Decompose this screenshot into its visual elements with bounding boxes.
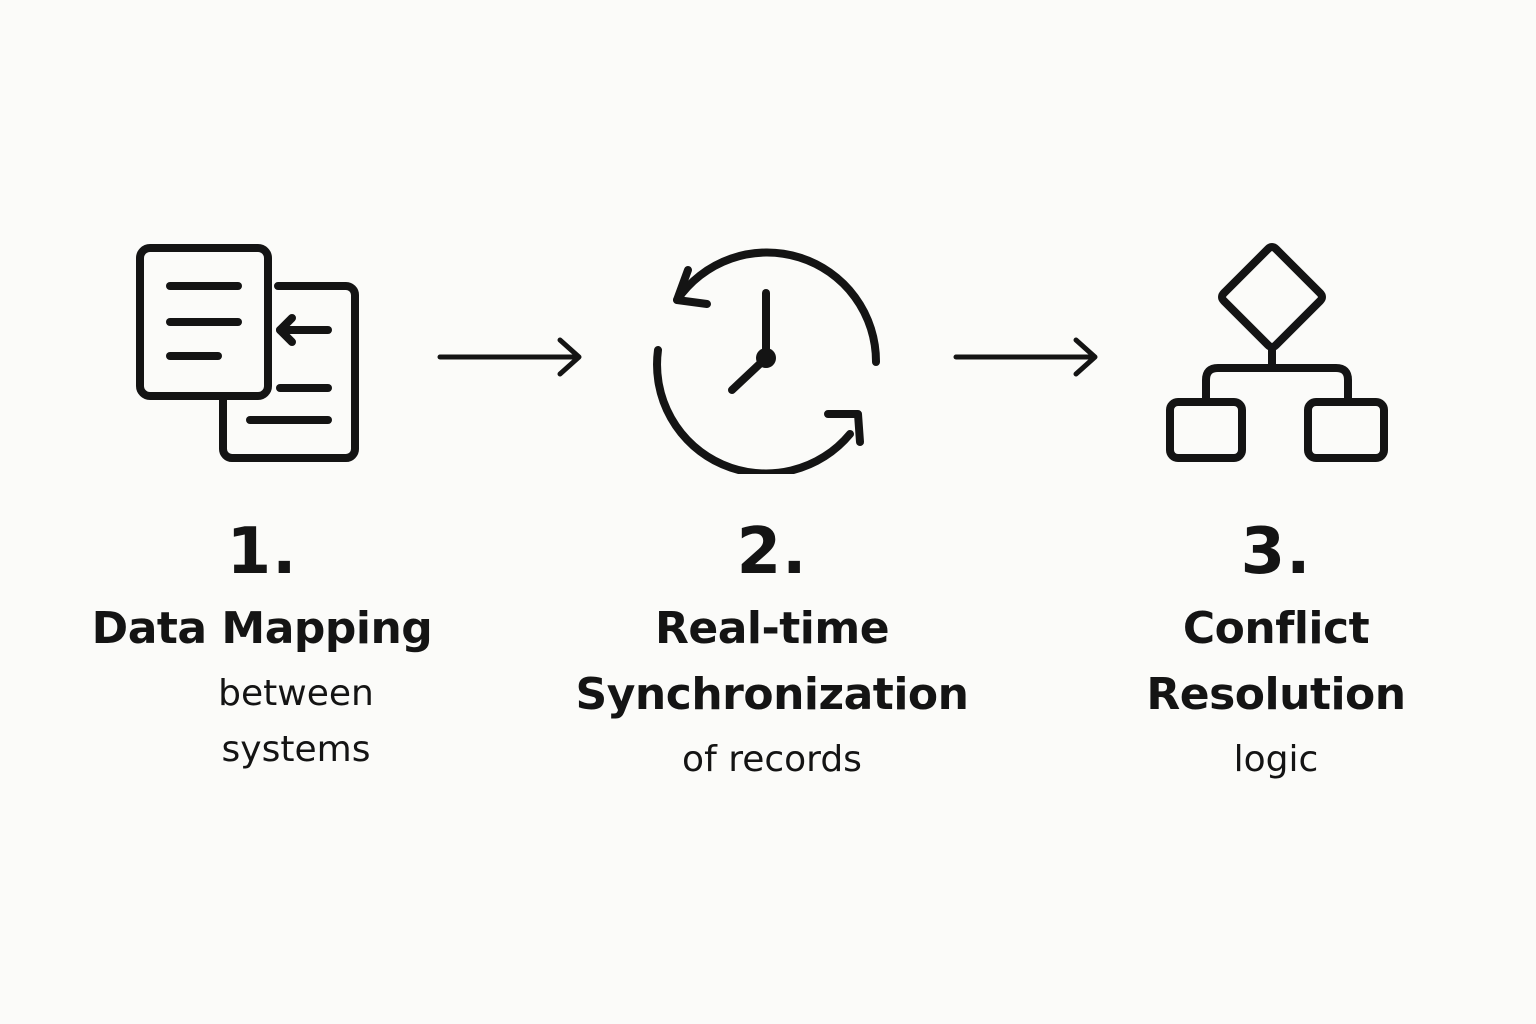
step-2: 2. Real-time Synchronization of records	[562, 512, 982, 788]
step-1-description: between systems	[218, 673, 374, 770]
step-3-number: 3.	[1240, 515, 1312, 589]
step-2-title: Real-time Synchronization	[575, 603, 969, 720]
step-1-number: 1.	[226, 515, 298, 589]
step-2-description: of records	[682, 739, 862, 780]
arrow-right-icon	[437, 337, 582, 377]
step-3-description: logic	[1233, 739, 1319, 780]
step-2-number: 2.	[736, 515, 808, 589]
step-3-title: Conflict Resolution	[1146, 603, 1406, 720]
step-1: 1. Data Mapping between systems	[52, 512, 472, 778]
decision-tree-icon	[1166, 243, 1388, 462]
step-3: 3. Conflict Resolution logic	[1066, 512, 1486, 788]
arrow-right-icon	[953, 337, 1098, 377]
documents-mapping-icon	[136, 244, 359, 462]
step-1-title: Data Mapping	[91, 603, 433, 654]
clock-sync-icon	[653, 248, 881, 474]
